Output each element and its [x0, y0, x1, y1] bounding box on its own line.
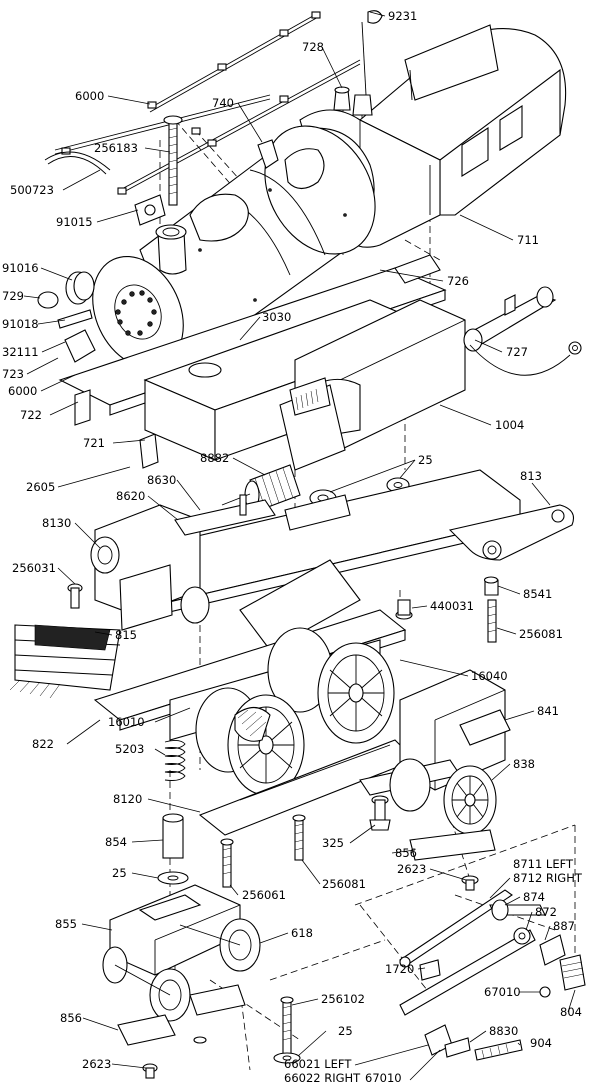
label-8130: 8130: [42, 516, 71, 530]
label-16010: 16010: [108, 715, 145, 729]
label-8882: 8882: [200, 451, 229, 465]
label-813: 813: [520, 469, 542, 483]
label-726: 726: [447, 274, 469, 288]
label-67010-upper: 67010: [484, 985, 521, 999]
label-32111: 32111: [2, 345, 39, 359]
boiler: [92, 125, 376, 369]
label-9231: 9231: [388, 9, 417, 23]
label-8830: 8830: [489, 1024, 518, 1038]
lead-truck: [102, 884, 261, 1079]
rear-truck: [359, 669, 511, 835]
smoke-unit: [463, 286, 582, 376]
label-872: 872: [535, 905, 557, 919]
label-91016: 91016: [2, 261, 39, 275]
handrails: [54, 11, 361, 195]
boiler-top-fittings: [44, 10, 383, 226]
valve-gear: [399, 889, 586, 1061]
label-256031: 256031: [12, 561, 56, 575]
label-16040: 16040: [471, 669, 508, 683]
label-856-lower: 856: [60, 1011, 82, 1025]
label-256081-lower: 256081: [322, 877, 366, 891]
label-3030: 3030: [262, 310, 291, 324]
label-2623-upper: 2623: [397, 862, 426, 876]
smokebox-front-parts: [37, 271, 96, 363]
label-804: 804: [560, 1005, 582, 1019]
label-91015: 91015: [56, 215, 93, 229]
label-8711-left: 8711 LEFT: [513, 857, 574, 871]
small-screw: [67, 583, 83, 609]
label-25-mid: 25: [112, 866, 127, 880]
label-727: 727: [506, 345, 528, 359]
label-721: 721: [83, 436, 105, 450]
label-856-upper: 856: [395, 846, 417, 860]
label-256183: 256183: [94, 141, 138, 155]
label-1720: 1720: [385, 962, 414, 976]
label-8541: 8541: [523, 587, 552, 601]
label-66021-left: 66021 LEFT: [284, 1057, 352, 1071]
label-256102: 256102: [321, 992, 365, 1006]
label-25-upper: 25: [418, 453, 433, 467]
label-325: 325: [322, 836, 344, 850]
label-729: 729: [2, 289, 24, 303]
label-1004: 1004: [495, 418, 524, 432]
label-618: 618: [291, 926, 313, 940]
label-815: 815: [115, 628, 137, 642]
label-854: 854: [105, 835, 127, 849]
label-8630: 8630: [147, 473, 176, 487]
label-2623-lower: 2623: [82, 1057, 111, 1071]
part-labels: 9231 728 6000 740 256183 500723 91015 71…: [2, 9, 583, 1085]
label-855: 855: [55, 917, 77, 931]
label-874: 874: [523, 890, 545, 904]
label-8120: 8120: [113, 792, 142, 806]
screw-washer-set: [273, 996, 301, 1064]
label-822: 822: [32, 737, 54, 751]
label-440031: 440031: [430, 599, 474, 613]
label-740: 740: [212, 96, 234, 110]
label-256081-upper: 256081: [519, 627, 563, 641]
spring: [164, 739, 186, 781]
spacer-screw: [395, 576, 499, 643]
main-frame: [90, 469, 575, 651]
label-711: 711: [517, 233, 539, 247]
label-5203: 5203: [115, 742, 144, 756]
motor-assembly: [221, 377, 410, 511]
label-25-lower: 25: [338, 1024, 353, 1038]
pilot: [9, 624, 121, 699]
label-8620: 8620: [116, 489, 145, 503]
label-2605: 2605: [26, 480, 55, 494]
label-8712-right: 8712 RIGHT: [513, 871, 583, 885]
label-6000: 6000: [75, 89, 104, 103]
label-66022-right: 66022 RIGHT: [284, 1071, 361, 1085]
mid-hardware: [157, 795, 496, 891]
label-841: 841: [537, 704, 559, 718]
label-67010-lower: 67010: [365, 1071, 402, 1085]
label-256061: 256061: [242, 888, 286, 902]
label-722: 722: [20, 408, 42, 422]
label-887: 887: [553, 919, 575, 933]
label-723: 723: [2, 367, 24, 381]
label-838: 838: [513, 757, 535, 771]
frame-brackets: [174, 494, 351, 536]
label-91018: 91018: [2, 317, 39, 331]
leader-lines: [23, 11, 576, 1081]
label-904: 904: [530, 1036, 552, 1050]
label-6000-lower: 6000: [8, 384, 37, 398]
driving-wheels: [195, 627, 395, 796]
label-500723: 500723: [10, 183, 54, 197]
label-728: 728: [302, 40, 324, 54]
